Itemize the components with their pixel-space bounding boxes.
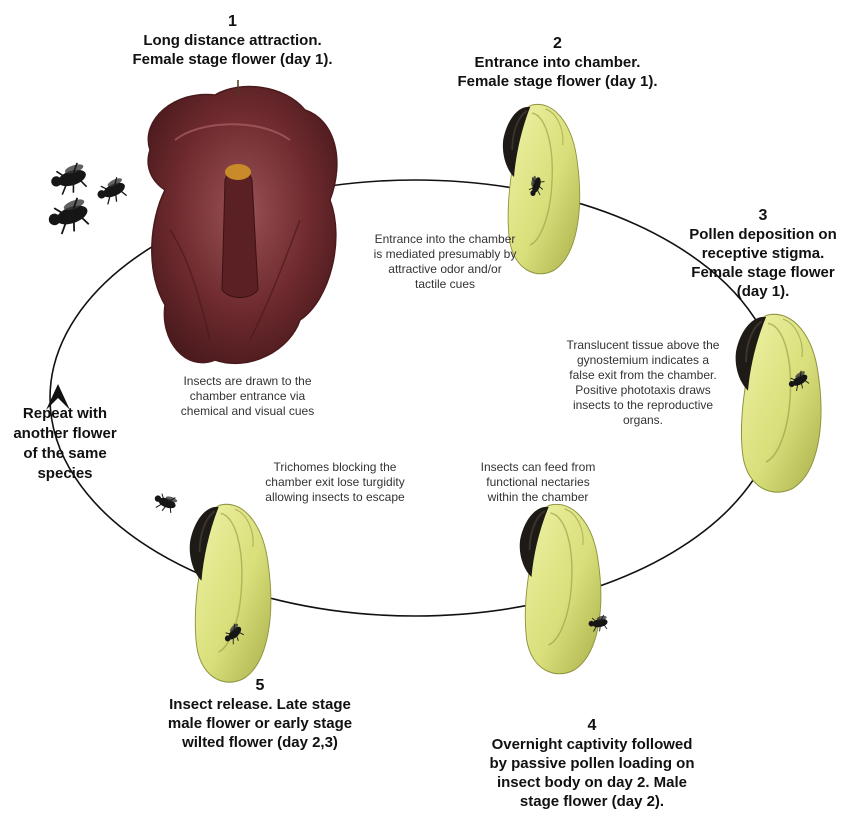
stage-2-number: 2 [440,34,675,53]
note-phototaxis: Translucent tissue above the gynostemium… [548,338,738,428]
repeat-label: Repeat with another flower of the same s… [0,404,130,484]
stage-5-label: 5 Insect release. Late stage male flower… [140,676,380,752]
stage-3-title: Pollen deposition on receptive stigma. F… [673,225,853,301]
stage-4-label: 4 Overnight captivity followed by passiv… [462,716,722,811]
note-nectaries: Insects can feed from functional nectari… [458,460,618,505]
stage-3-label: 3 Pollen deposition on receptive stigma.… [673,206,853,301]
stage-2-label: 2 Entrance into chamber. Female stage fl… [440,34,675,91]
stage-5-number: 5 [140,676,380,695]
chamber-stage-5-image [190,504,271,682]
chamber-stage-4-image [520,504,609,673]
stage-1-number: 1 [110,12,355,31]
stage-4-number: 4 [462,716,722,735]
chamber-stage-3-image [736,314,821,492]
stage-3-number: 3 [673,206,853,225]
stage-2-title: Entrance into chamber. Female stage flow… [440,53,675,91]
note-trichomes: Trichomes blocking the chamber exit lose… [245,460,425,505]
stage-1-label: 1 Long distance attraction. Female stage… [110,12,355,69]
note-entrance: Entrance into the chamber is mediated pr… [355,232,535,292]
stage-1-title: Long distance attraction. Female stage f… [110,31,355,69]
stage-5-title: Insect release. Late stage male flower o… [140,695,380,752]
insect-swarm [45,161,130,238]
escaping-insect [152,491,179,515]
flower-stage-1-image [148,80,337,363]
stage-4-title: Overnight captivity followed by passive … [462,735,722,811]
note-attraction: Insects are drawn to the chamber entranc… [155,374,340,419]
